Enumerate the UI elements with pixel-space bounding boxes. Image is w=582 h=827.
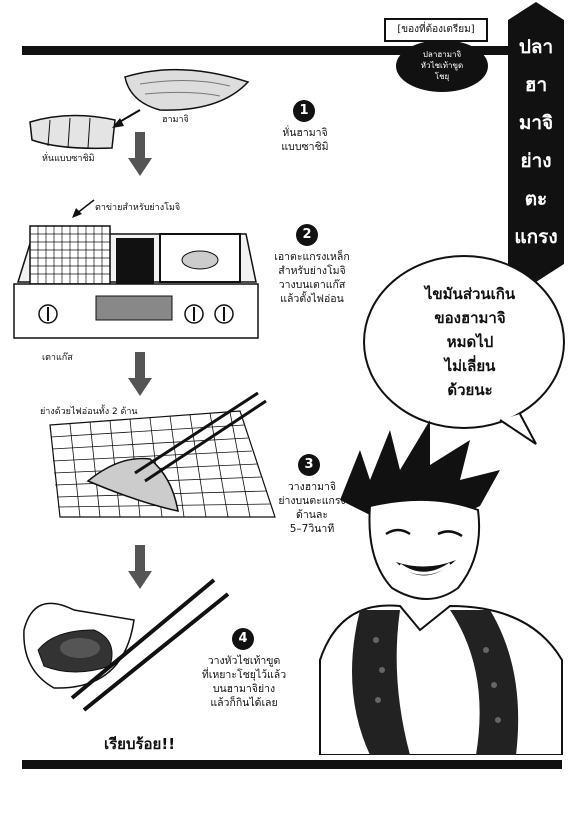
banner-shape	[508, 2, 564, 282]
grill-both-sides-label: ย่างด้วยไฟอ่อนทั้ง 2 ด้าน	[40, 407, 138, 417]
mochi-grill-label: ตาข่ายสำหรับย่างโมจิ	[95, 203, 181, 213]
character-illustration	[319, 420, 563, 755]
speech-bubble: ไขมันส่วนเกิน ของฮามาจิ หมดไป ไม่เลี่ยน …	[360, 250, 574, 450]
ingredients-bubble: ปลาฮามาจิ หัวไชเท้าขูด โชยุ	[396, 40, 488, 92]
banner-word: มาจิ	[518, 112, 554, 134]
title-banner: ปลา ฮา มาจิ ย่าง ตะ แกรง	[508, 2, 564, 282]
done-text: เรียบร้อย!!	[104, 735, 176, 753]
pointer-arrow-icon	[72, 199, 95, 218]
step-line: วางฮามาจิ	[287, 481, 337, 493]
banner-word: ฮา	[524, 74, 548, 96]
plate-illustration	[23, 578, 230, 712]
step-number: 4	[232, 628, 254, 650]
fish-illustration	[29, 68, 250, 150]
speech-line: ด้วยนะ	[447, 381, 493, 399]
step-line: แล้วก็กินได้เลย	[210, 697, 278, 709]
step-text: วางหัวไชเท้าขูด ที่เหยาะโชยุไว้แล้ว บนฮา…	[188, 654, 300, 710]
banner-word: ปลา	[518, 36, 554, 58]
step-line: ด้านละ	[296, 509, 328, 521]
sashimi-cut-label: หั่นแบบซาชิมิ	[42, 154, 95, 164]
gas-stove-label: เตาแก๊ส	[42, 353, 73, 363]
banner-word: ย่าง	[520, 150, 552, 172]
step-line: สำหรับย่างโมจิ	[278, 265, 346, 277]
top-rule	[22, 46, 508, 55]
speech-line: ของฮามาจิ	[434, 309, 506, 327]
banner-word: ตะ	[524, 188, 548, 210]
step-text: วางฮามาจิ ย่างบนตะแกรง ด้านละ 5–7วินาที	[262, 480, 362, 536]
banner-word: แกรง	[514, 226, 558, 248]
step-line: แบบซาชิมิ	[281, 141, 329, 153]
speech-bubble-shape	[363, 255, 565, 445]
step-number: 1	[293, 100, 315, 122]
arrow-down-icon	[128, 545, 152, 589]
ingredient-item: หัวไชเท้าขูด	[420, 61, 464, 70]
step-line: เอาตะแกรงเหล็ก	[274, 251, 350, 263]
step-line: 5–7วินาที	[289, 523, 335, 535]
speech-line: ไม่เลี่ยน	[444, 357, 496, 375]
step-number: 3	[298, 454, 320, 476]
grill-illustration	[49, 391, 276, 518]
ingredients-box: [ของที่ต้องเตรียม] ปลาฮามาจิ หัวไชเท้าขู…	[378, 16, 504, 94]
speech-text: ไขมันส่วนเกิน ของฮามาจิ หมดไป ไม่เลี่ยน …	[390, 282, 550, 402]
arrow-down-icon	[128, 132, 152, 176]
step-line: ที่เหยาะโชยุไว้แล้ว	[201, 669, 287, 681]
hamachi-label: ฮามาจิ	[162, 115, 189, 125]
arrow-down-icon	[128, 352, 152, 396]
step-line: หั่นฮามาจิ	[282, 127, 328, 139]
step-line: บนฮามาจิย่าง	[212, 683, 276, 695]
bottom-rule	[22, 760, 562, 769]
ingredient-item: โชยุ	[434, 72, 450, 81]
speech-line: หมดไป	[446, 333, 494, 351]
step-text: เอาตะแกรงเหล็ก สำหรับย่างโมจิ วางบนเตาแก…	[262, 250, 362, 306]
step-number: 2	[296, 224, 318, 246]
step-line: วางบนเตาแก๊ส	[278, 279, 346, 291]
speech-line: ไขมันส่วนเกิน	[424, 285, 516, 303]
step-line: วางหัวไชเท้าขูด	[207, 655, 281, 667]
step-line: ย่างบนตะแกรง	[278, 495, 346, 507]
ingredient-item: ปลาฮามาจิ	[422, 50, 462, 59]
ingredients-heading: [ของที่ต้องเตรียม]	[384, 18, 488, 42]
step-line: แล้วตั้งไฟอ่อน	[280, 293, 344, 305]
step-text: หั่นฮามาจิ แบบซาชิมิ	[262, 126, 348, 154]
gas-stove-illustration	[13, 225, 259, 339]
